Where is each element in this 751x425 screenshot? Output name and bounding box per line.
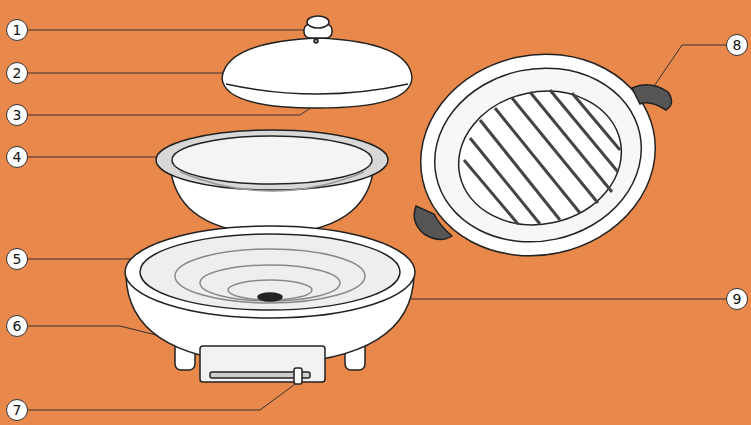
base: [125, 226, 415, 384]
bowl: [156, 130, 388, 234]
callout-number: 8: [726, 34, 748, 56]
lid: [222, 16, 412, 108]
leader-line: [28, 30, 312, 31]
callout-number: 6: [6, 315, 28, 337]
leader-lines: [28, 30, 726, 410]
callout-number: 5: [6, 248, 28, 270]
leader-line: [650, 45, 726, 92]
callout-number: 7: [6, 399, 28, 421]
callout-number: 3: [6, 104, 28, 126]
callout-number: 2: [6, 62, 28, 84]
callout-number: 9: [726, 288, 748, 310]
leader-line: [28, 382, 298, 410]
grill-plate: [402, 33, 674, 278]
callout-number: 1: [6, 19, 28, 41]
callout-number: 4: [6, 146, 28, 168]
